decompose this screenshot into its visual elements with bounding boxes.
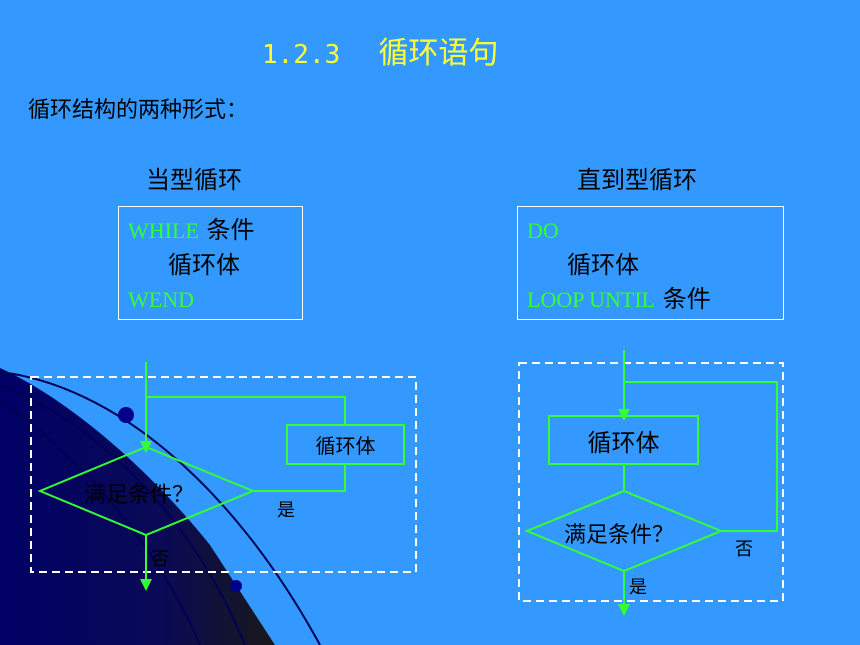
intro-text: 循环结构的两种形式： — [28, 98, 249, 123]
until-body-box-label: 循环体 — [587, 428, 660, 457]
do-keyword: DO — [527, 218, 559, 243]
decorative-arc-3 — [0, 399, 201, 645]
while-decision-label: 满足条件？ — [84, 483, 195, 508]
until-heading: 直到型循环 — [577, 166, 697, 194]
while-flow-frame — [30, 376, 417, 573]
until-flow-lines — [524, 350, 778, 616]
decorative-dot-1 — [118, 407, 134, 423]
until-decision-label: 满足条件？ — [564, 523, 675, 548]
until-no-label: 否 — [735, 539, 753, 560]
until-flow-frame — [518, 362, 784, 602]
title-text: 循环语句 — [378, 36, 499, 71]
decorative-dark-wedge — [0, 368, 275, 645]
until-condition: 条件 — [662, 285, 711, 313]
decorative-dot-2 — [230, 580, 242, 592]
while-yes-label: 是 — [277, 500, 295, 521]
title-number: 1.2.3 — [262, 40, 341, 70]
until-body-text: 循环体 — [567, 251, 639, 279]
wend-keyword: WEND — [128, 287, 194, 312]
while-keyword: WHILE — [128, 218, 199, 243]
while-no-label: 否 — [151, 549, 169, 570]
while-body-text: 循环体 — [168, 251, 240, 279]
while-code-box: WHILE 条件 循环体 WEND — [118, 206, 303, 320]
while-flow-lines — [37, 362, 346, 591]
while-body-box-label: 循环体 — [315, 434, 376, 458]
while-body-box: 循环体 — [286, 424, 405, 465]
until-yes-label: 是 — [629, 577, 647, 598]
until-code-box: DO 循环体 LOOP UNTIL 条件 — [517, 206, 784, 320]
while-heading: 当型循环 — [146, 166, 242, 194]
until-body-box: 循环体 — [548, 415, 699, 465]
decorative-arc-1 — [0, 371, 321, 645]
while-condition: 条件 — [206, 216, 255, 244]
loop-until-keyword: LOOP UNTIL — [527, 287, 656, 312]
slide-title: 1.2.3 循环语句 — [262, 28, 498, 72]
decorative-arc-2 — [0, 384, 246, 645]
